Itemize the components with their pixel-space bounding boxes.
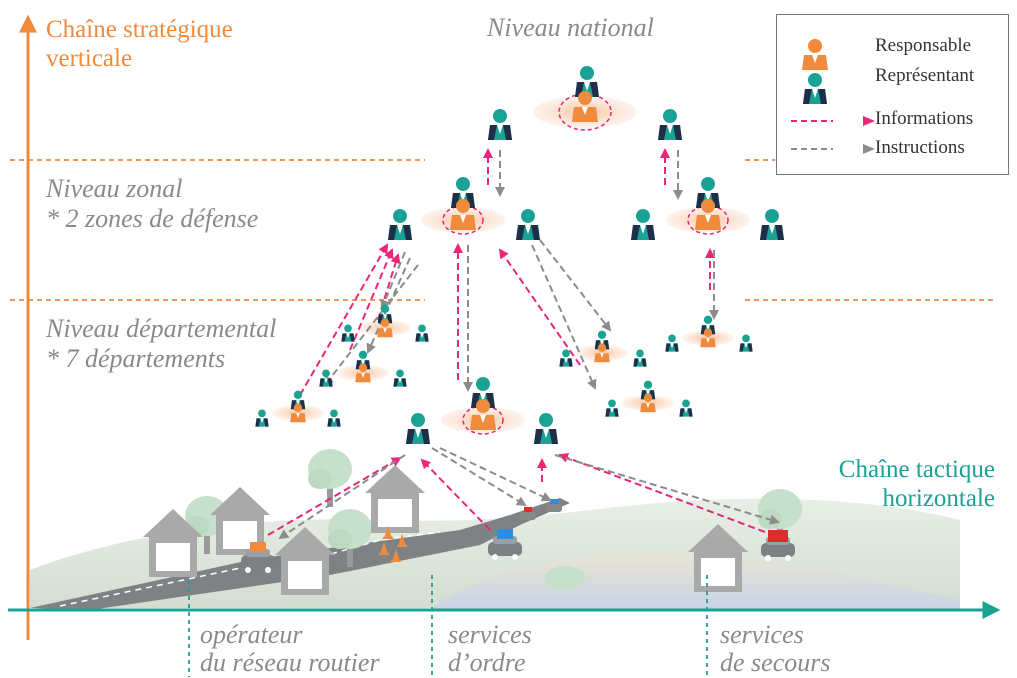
actor-routier-line1: opérateur [200,620,303,649]
horizontal-axis-title-line2: horizontale [882,485,995,512]
vertical-axis-title-line1: Chaîne stratégique [46,16,233,43]
actor-secours-line2: de secours [720,648,831,677]
actor-ordre-line2: d’ordre [448,648,526,677]
actor-routier-line2: du réseau routier [200,648,380,677]
level-zonal-label: Niveau zonal [46,174,183,203]
arrows-instructions [278,150,780,540]
legend-instructions-label: Instructions [875,137,965,158]
arrows-informations [267,148,766,536]
representant-icon [406,413,430,444]
actor-secours-line1: services [720,620,804,649]
vehicle-ordre-small [520,499,562,520]
representant-icon [760,209,784,240]
level-zonal-sublabel: * 2 zones de défense [46,204,259,233]
instructions-arrow-icon [863,144,875,154]
representant-icon [516,209,540,240]
level-departemental-sublabel: * 7 départements [46,344,226,373]
legend-representant-label: Représentant [875,65,975,86]
horizontal-axis-title-line1: Chaîne tactique [838,456,995,483]
vehicle-routier [241,542,275,573]
informations-arrow-icon [863,116,875,126]
vehicle-ordre [488,529,522,560]
representant-icon [534,413,558,444]
legend-responsable-label: Responsable [875,35,972,56]
representant-icon [488,109,512,140]
representant-icon [631,209,655,240]
actor-separators [188,575,708,677]
vertical-axis-title-line2: verticale [46,45,133,72]
level-national-label: Niveau national [487,13,654,42]
halos [272,93,750,435]
legend: Responsable Représentant Informations In… [776,14,1009,175]
level-departemental-label: Niveau départemental [46,314,277,343]
legend-icons [791,39,833,150]
legend-informations-label: Informations [875,108,974,129]
national-level-figures [488,66,682,140]
vehicle-secours [761,530,795,561]
bush [545,566,585,590]
representant-icon [658,109,682,140]
actor-ordre-line1: services [448,620,532,649]
representant-icon [388,209,412,240]
